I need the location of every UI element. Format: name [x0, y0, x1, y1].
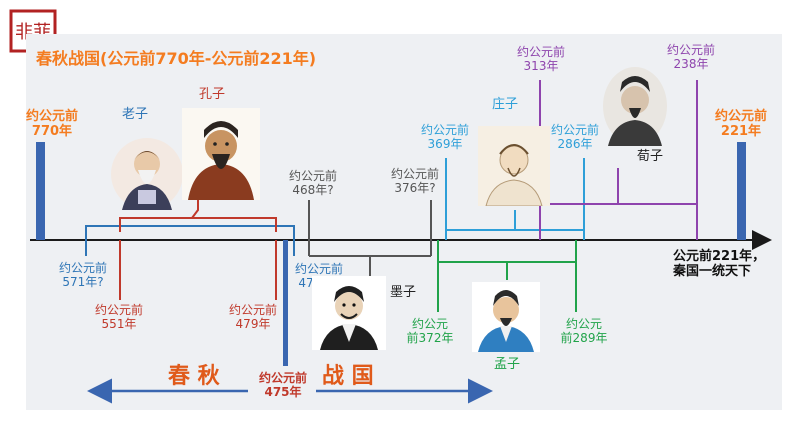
mozi-name: 墨子	[390, 285, 417, 300]
mozi-to: 约公元前 376年?	[384, 167, 446, 196]
mengzi-portrait	[472, 282, 540, 352]
split-marker	[283, 240, 288, 366]
xunzi-portrait	[602, 66, 668, 146]
split-line2: 475年	[264, 384, 302, 399]
laozi-to-line1: 约公元前	[294, 262, 343, 276]
kongzi-to-line2: 479年	[235, 316, 271, 331]
split-label: 约公元前 475年	[248, 371, 318, 400]
xunzi-name: 荀子	[637, 149, 664, 164]
mengzi-to: 约公元 前289年	[554, 317, 614, 346]
xunzi-to-line2: 238年	[673, 56, 709, 71]
xunzi-from-line2: 313年	[523, 58, 559, 73]
kongzi-span	[119, 200, 277, 300]
zhuangzi-span	[445, 158, 585, 240]
era-zhanguo: 战 国	[322, 364, 374, 389]
start-marker	[36, 142, 45, 240]
kongzi-to: 约公元前 479年	[220, 303, 286, 332]
mozi-to-line1: 约公元前	[390, 167, 439, 181]
kongzi-from-line1: 约公元前	[94, 303, 143, 317]
zhuangzi-from-line1: 约公元前	[420, 123, 469, 137]
laozi-span	[85, 225, 295, 256]
zhuangzi-from-line2: 369年	[427, 136, 463, 151]
zhuangzi-to-line1: 约公元前	[550, 123, 599, 137]
zhuangzi-name: 庄子	[492, 97, 519, 112]
start-line2: 770年	[31, 123, 73, 139]
zhuangzi-to: 约公元前 286年	[544, 123, 606, 152]
end-marker	[737, 142, 746, 240]
kongzi-from: 约公元前 551年	[86, 303, 152, 332]
mengzi-to-line1: 约公元	[565, 317, 602, 331]
era-chunqiu: 春 秋	[168, 364, 220, 389]
laozi-from: 约公元前 571年?	[50, 261, 116, 290]
mengzi-to-line2: 前289年	[560, 330, 608, 345]
kongzi-to-line1: 约公元前	[228, 303, 277, 317]
mengzi-from-line1: 约公元	[411, 317, 448, 331]
end-line2: 221年	[720, 123, 762, 139]
qin-line1: 公元前221年，	[673, 249, 766, 264]
split-line1: 约公元前	[258, 371, 307, 385]
zhuangzi-portrait	[478, 126, 550, 207]
mengzi-from: 约公元 前372年	[400, 317, 460, 346]
mengzi-span	[437, 240, 577, 312]
xunzi-to-line1: 约公元前	[666, 43, 715, 57]
page-title: 春秋战国(公元前770年-公元前221年)	[36, 49, 317, 68]
mozi-span	[308, 200, 432, 276]
mozi-to-line2: 376年?	[394, 180, 436, 195]
start-label: 约公元前 770年	[22, 109, 82, 140]
mozi-portrait	[312, 276, 386, 350]
start-line1: 约公元前	[25, 109, 78, 124]
kongzi-portrait	[182, 108, 260, 200]
zhuangzi-from: 约公元前 369年	[414, 123, 476, 152]
zhuangzi-to-line2: 286年	[557, 136, 593, 151]
end-line1: 约公元前	[714, 109, 767, 124]
laozi-from-line2: 571年?	[62, 274, 104, 289]
mengzi-name: 孟子	[494, 357, 521, 372]
laozi-portrait	[108, 130, 186, 212]
xunzi-to: 约公元前 238年	[658, 43, 724, 72]
xunzi-from-line1: 约公元前	[516, 45, 565, 59]
mozi-from: 约公元前 468年?	[282, 169, 344, 198]
mozi-from-line2: 468年?	[292, 182, 334, 197]
qin-label: 公元前221年， 秦国一统天下	[673, 249, 766, 280]
mozi-from-line1: 约公元前	[288, 169, 337, 183]
kongzi-name: 孔子	[199, 87, 226, 102]
laozi-from-line1: 约公元前	[58, 261, 107, 275]
end-label: 约公元前 221年	[710, 109, 772, 140]
mengzi-from-line2: 前372年	[406, 330, 454, 345]
xunzi-from: 约公元前 313年	[508, 45, 574, 74]
kongzi-from-line2: 551年	[101, 316, 137, 331]
qin-line2: 秦国一统天下	[673, 263, 752, 279]
laozi-name: 老子	[122, 107, 149, 122]
